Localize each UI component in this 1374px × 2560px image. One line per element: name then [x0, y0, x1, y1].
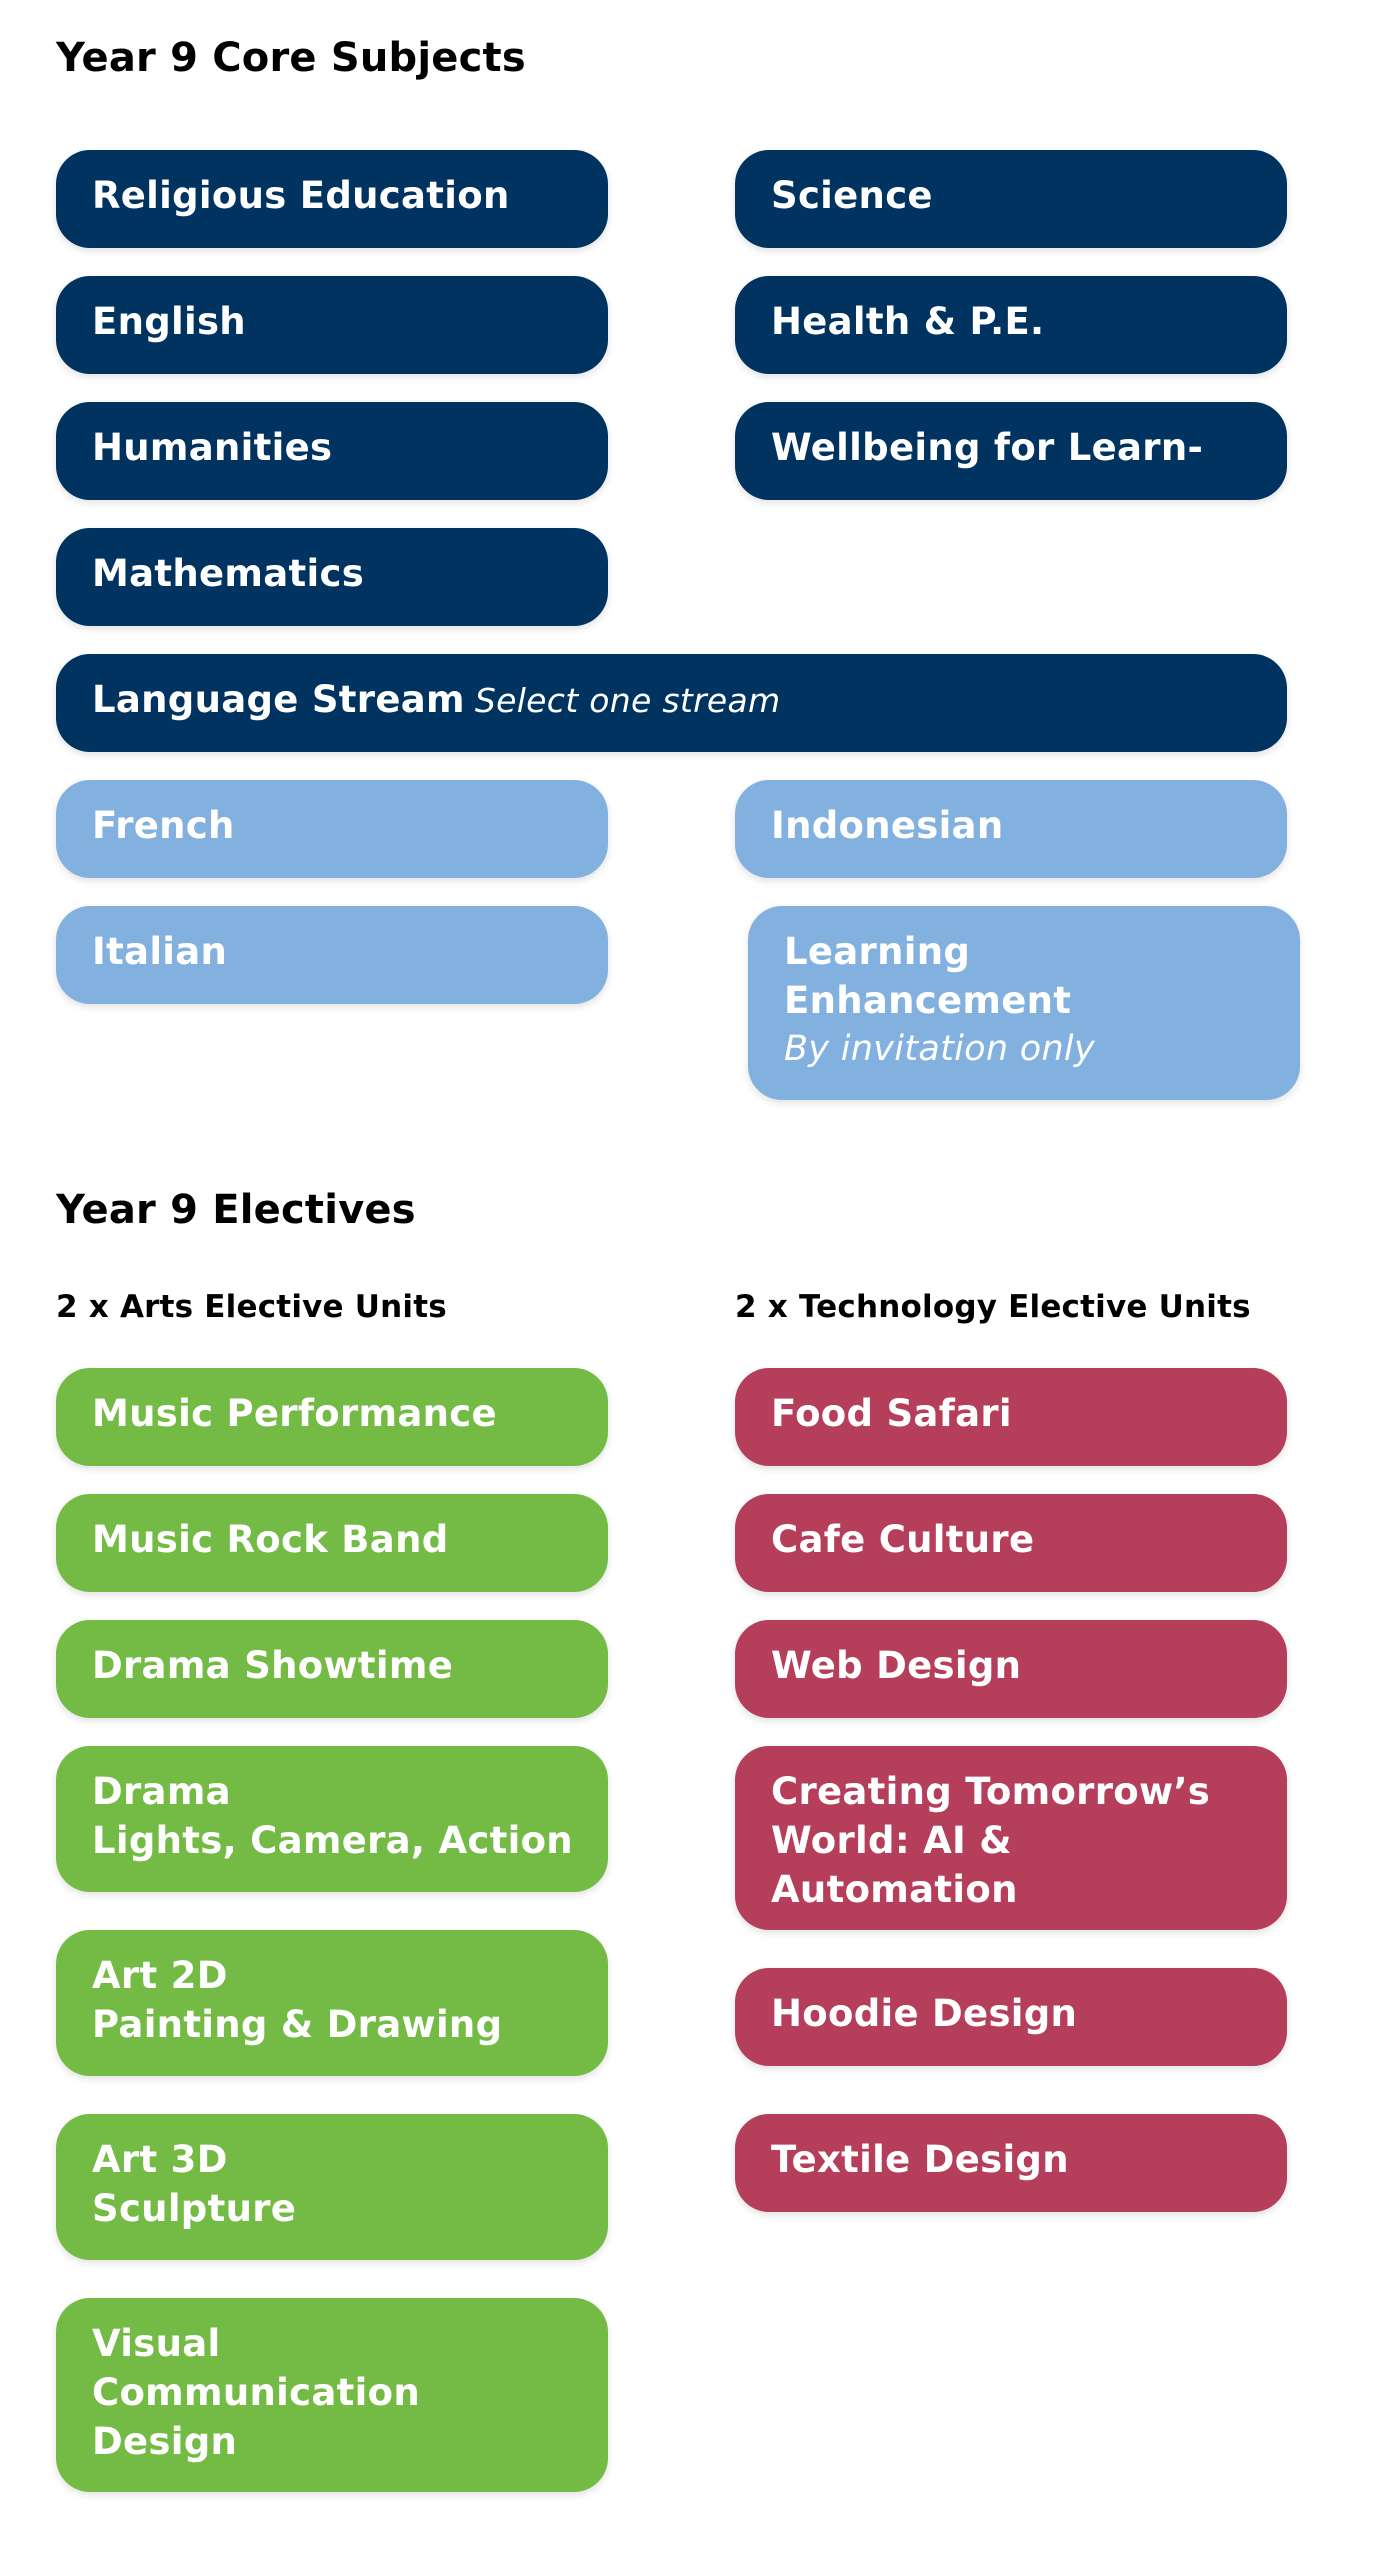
- tech-unit-hoodie-design[interactable]: Hoodie Design: [735, 1968, 1287, 2066]
- subject-label: Health & P.E.: [771, 300, 1045, 343]
- unit-label: Drama Showtime: [92, 1644, 454, 1687]
- subject-mathematics[interactable]: Mathematics: [56, 528, 608, 626]
- unit-label-line2: Painting & Drawing: [92, 2003, 503, 2046]
- unit-label-line1: Art 2D: [92, 1954, 228, 1997]
- arts-electives-label: 2 x Arts Elective Units: [56, 1289, 447, 1325]
- arts-unit-drama-showtime[interactable]: Drama Showtime: [56, 1620, 608, 1718]
- language-option-italian[interactable]: Italian: [56, 906, 608, 1004]
- core-subjects-heading: Year 9 Core Subjects: [56, 35, 526, 81]
- unit-label: Hoodie Design: [771, 1992, 1078, 2035]
- unit-label: Cafe Culture: [771, 1518, 1035, 1561]
- unit-label-line1: Drama: [92, 1770, 231, 1813]
- subject-humanities[interactable]: Humanities: [56, 402, 608, 500]
- unit-label: Web Design: [771, 1644, 1022, 1687]
- subject-label: English: [92, 300, 246, 343]
- language-option-learning-enhancement[interactable]: Learning Enhancement By invitation only: [748, 906, 1300, 1100]
- subject-health-pe[interactable]: Health & P.E.: [735, 276, 1287, 374]
- language-option-french[interactable]: French: [56, 780, 608, 878]
- subject-label: Humanities: [92, 426, 333, 469]
- unit-label-line3: Design: [92, 2420, 238, 2463]
- arts-unit-music-performance[interactable]: Music Performance: [56, 1368, 608, 1466]
- unit-label-line2: Lights, Camera, Action: [92, 1819, 573, 1862]
- tech-unit-web-design[interactable]: Web Design: [735, 1620, 1287, 1718]
- learning-enhancement-note: By invitation only: [784, 1029, 1095, 1069]
- language-option-indonesian[interactable]: Indonesian: [735, 780, 1287, 878]
- technology-electives-label: 2 x Technology Elective Units: [735, 1289, 1251, 1325]
- unit-label: Textile Design: [771, 2138, 1069, 2181]
- arts-unit-music-rock-band[interactable]: Music Rock Band: [56, 1494, 608, 1592]
- unit-label-line2: Communication: [92, 2371, 420, 2414]
- subject-label: Religious Education: [92, 174, 510, 217]
- unit-label: Music Rock Band: [92, 1518, 449, 1561]
- unit-label-line3: Automation: [771, 1868, 1018, 1911]
- language-stream-note: Select one stream: [474, 681, 781, 720]
- language-option-label: French: [92, 804, 235, 847]
- unit-label-line1: Creating Tomorrow’s: [771, 1770, 1211, 1813]
- unit-label-line1: Art 3D: [92, 2138, 228, 2181]
- unit-label-line2: World: AI &: [771, 1819, 1012, 1862]
- learning-enhancement-line1: Learning: [784, 930, 971, 973]
- unit-label-line1: Visual: [92, 2322, 221, 2365]
- tech-unit-textile-design[interactable]: Textile Design: [735, 2114, 1287, 2212]
- arts-unit-art-2d[interactable]: Art 2D Painting & Drawing: [56, 1930, 608, 2076]
- tech-unit-creating-tomorrows-world[interactable]: Creating Tomorrow’s World: AI & Automati…: [735, 1746, 1287, 1930]
- unit-label-line2: Sculpture: [92, 2187, 297, 2230]
- tech-unit-food-safari[interactable]: Food Safari: [735, 1368, 1287, 1466]
- language-stream-label: Language Stream: [92, 678, 465, 721]
- subject-label: Wellbeing for Learn-: [771, 426, 1204, 469]
- unit-label: Music Performance: [92, 1392, 497, 1435]
- subject-label: Science: [771, 174, 933, 217]
- learning-enhancement-line2: Enhancement: [784, 979, 1072, 1022]
- unit-label: Food Safari: [771, 1392, 1012, 1435]
- subject-english[interactable]: English: [56, 276, 608, 374]
- subject-wellbeing-for-learning[interactable]: Wellbeing for Learn-: [735, 402, 1287, 500]
- arts-unit-visual-communication-design[interactable]: Visual Communication Design: [56, 2298, 608, 2492]
- arts-unit-drama-lights-camera-action[interactable]: Drama Lights, Camera, Action: [56, 1746, 608, 1892]
- subject-science[interactable]: Science: [735, 150, 1287, 248]
- tech-unit-cafe-culture[interactable]: Cafe Culture: [735, 1494, 1287, 1592]
- subject-label: Mathematics: [92, 552, 365, 595]
- arts-unit-art-3d[interactable]: Art 3D Sculpture: [56, 2114, 608, 2260]
- language-option-label: Italian: [92, 930, 228, 973]
- subject-religious-education[interactable]: Religious Education: [56, 150, 608, 248]
- language-option-label: Indonesian: [771, 804, 1004, 847]
- electives-heading: Year 9 Electives: [56, 1187, 416, 1233]
